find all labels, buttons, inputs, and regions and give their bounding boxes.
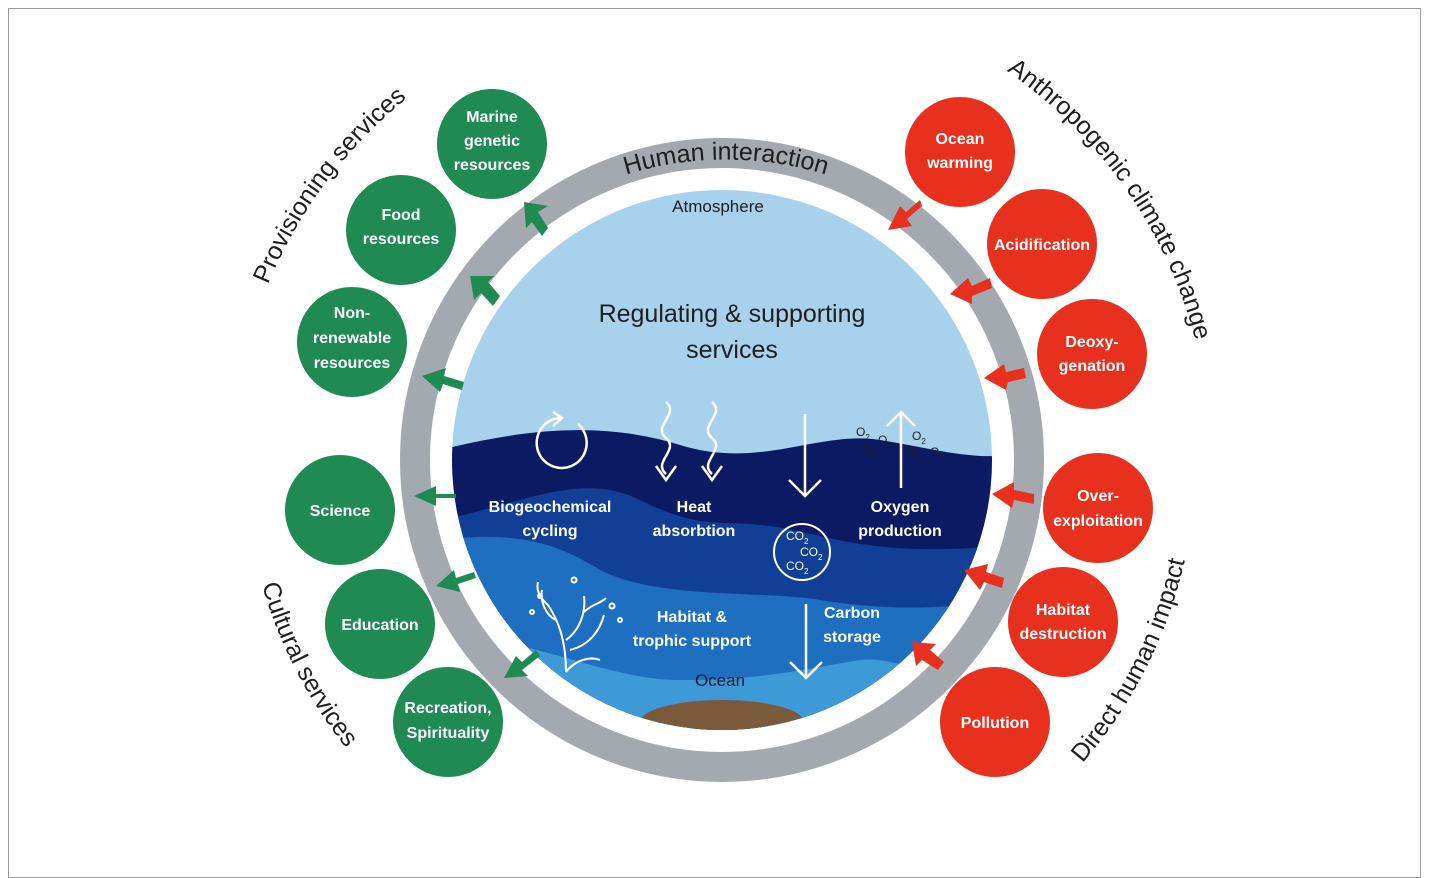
- svg-text:CO2: CO2: [786, 559, 809, 576]
- svg-text:genation: genation: [1059, 358, 1126, 375]
- center-title-line2: services: [686, 336, 778, 364]
- svg-text:exploitation: exploitation: [1053, 513, 1143, 530]
- svg-text:CO2: CO2: [800, 545, 823, 562]
- svg-text:Habitat: Habitat: [1036, 602, 1091, 619]
- svg-text:O2: O2: [856, 425, 870, 442]
- down-arrow-icon: [788, 414, 822, 498]
- heat-waves-icon: [654, 401, 724, 483]
- habitat-label-1: Habitat &: [657, 609, 728, 626]
- co2-bubble-icon: CO2 CO2 CO2: [773, 523, 831, 581]
- climate-circles: Ocean warming Acidification Deoxy- genat…: [905, 97, 1147, 409]
- nonrenewable-circle: [297, 287, 407, 397]
- cultural-arrows: [414, 486, 540, 678]
- habitat-destruction-circle: [1008, 567, 1118, 677]
- carbon-storage-arrow-icon: [789, 604, 823, 680]
- arrow-deoxygenation: [984, 364, 1026, 390]
- svg-text:O2: O2: [906, 445, 920, 462]
- arrow-habitat: [964, 564, 1004, 590]
- carbon-label-1: Carbon: [824, 605, 880, 622]
- biogeochemical-label-1: Biogeochemical: [489, 499, 612, 516]
- svg-text:resources: resources: [314, 355, 391, 372]
- science-circle: [285, 455, 395, 565]
- direct-circles: Over- exploitation Habitat destruction P…: [940, 453, 1153, 777]
- provisioning-arrows: [422, 202, 548, 392]
- svg-text:O2: O2: [912, 429, 926, 446]
- oxygen-label-2: production: [858, 523, 942, 540]
- arrow-overexploitation: [992, 482, 1034, 508]
- svg-text:O2: O2: [878, 433, 892, 450]
- climate-arrows: [888, 200, 1026, 390]
- arrow-education: [436, 570, 476, 592]
- arrow-nonrenewable: [422, 368, 464, 392]
- seabed: [640, 700, 804, 730]
- up-arrow-icon: [886, 410, 916, 488]
- arrow-acidification: [950, 278, 992, 304]
- svg-text:Marine: Marine: [466, 109, 518, 126]
- arrow-marine: [524, 202, 548, 236]
- svg-text:O2: O2: [862, 443, 876, 460]
- ocean-label: Ocean: [695, 671, 745, 690]
- svg-text:Non-: Non-: [334, 305, 370, 322]
- svg-text:Education: Education: [341, 617, 418, 634]
- overexploitation-circle: [1043, 453, 1153, 563]
- svg-text:Food: Food: [381, 207, 420, 224]
- education-circle: [325, 569, 435, 679]
- arrow-recreation: [504, 650, 540, 678]
- acidification-circle: [987, 189, 1097, 299]
- provisioning-circles: Marine genetic resources Food resources …: [297, 89, 547, 397]
- pollution-circle: [940, 667, 1050, 777]
- arrow-science: [414, 486, 456, 506]
- habitat-label-2: trophic support: [633, 633, 752, 650]
- svg-text:Pollution: Pollution: [961, 715, 1029, 732]
- svg-text:Over-: Over-: [1077, 488, 1119, 505]
- ring-label: Human interaction: [620, 138, 832, 181]
- deoxygenation-circle: [1037, 299, 1147, 409]
- food-resources-circle: [346, 175, 456, 285]
- biogeochemical-label-2: cycling: [522, 523, 577, 540]
- svg-text:CO2: CO2: [786, 529, 809, 546]
- svg-text:resources: resources: [363, 231, 440, 248]
- svg-text:Recreation,: Recreation,: [404, 700, 491, 717]
- arrow-warming: [888, 200, 922, 230]
- svg-text:warming: warming: [926, 155, 993, 172]
- coral-icon: [529, 576, 623, 673]
- atmosphere-label: Atmosphere: [672, 197, 764, 216]
- arrow-pollution: [912, 642, 944, 670]
- cultural-circles: Science Education Recreation, Spirituali…: [285, 455, 503, 777]
- heat-label-2: absorbtion: [653, 523, 736, 540]
- oxygen-label-1: Oxygen: [871, 499, 930, 516]
- o2-symbols: O2 O2 O2 O2 O2 O2: [856, 425, 944, 462]
- marine-genetic-circle: [437, 89, 547, 199]
- center-title-line1: Regulating & supporting: [599, 300, 866, 328]
- ocean-warming-circle: [905, 97, 1015, 207]
- svg-text:Spirituality: Spirituality: [407, 725, 490, 742]
- human-interaction-ring: [400, 138, 1044, 782]
- svg-text:destruction: destruction: [1019, 626, 1106, 643]
- svg-text:genetic: genetic: [464, 133, 520, 150]
- carbon-label-2: storage: [823, 629, 881, 646]
- arrow-food: [470, 276, 500, 306]
- svg-text:Acidification: Acidification: [994, 237, 1090, 254]
- heat-label-1: Heat: [677, 499, 712, 516]
- svg-text:Ocean: Ocean: [936, 131, 985, 148]
- direct-arrows: [912, 482, 1034, 670]
- svg-text:O2: O2: [930, 445, 944, 462]
- recreation-circle: [393, 667, 503, 777]
- cycle-icon: [535, 410, 588, 470]
- svg-text:Science: Science: [310, 503, 371, 520]
- svg-text:Deoxy-: Deoxy-: [1065, 334, 1118, 351]
- svg-text:renewable: renewable: [313, 330, 391, 347]
- svg-text:resources: resources: [454, 157, 531, 174]
